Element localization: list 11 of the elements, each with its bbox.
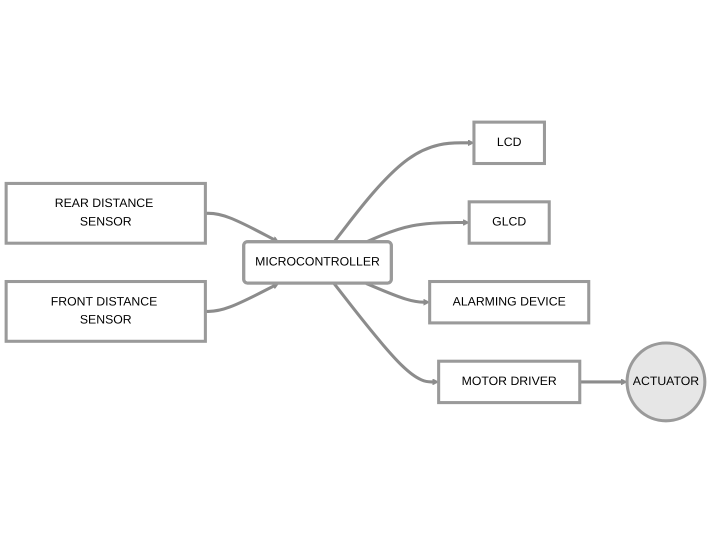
arrow [205,282,279,312]
node-circle: ACTUATOR [626,341,706,422]
node-box: FRONT DISTANCE SENSOR [4,280,207,342]
arrow [205,211,279,242]
arrow [580,378,628,385]
node-box: ALARMING DEVICE [428,280,590,324]
node-box: REAR DISTANCE SENSOR [4,181,207,244]
node-box: LCD [472,120,546,165]
node-box: MOTOR DRIVER [437,359,582,404]
arrow [332,282,439,385]
node-box: GLCD [468,200,551,244]
